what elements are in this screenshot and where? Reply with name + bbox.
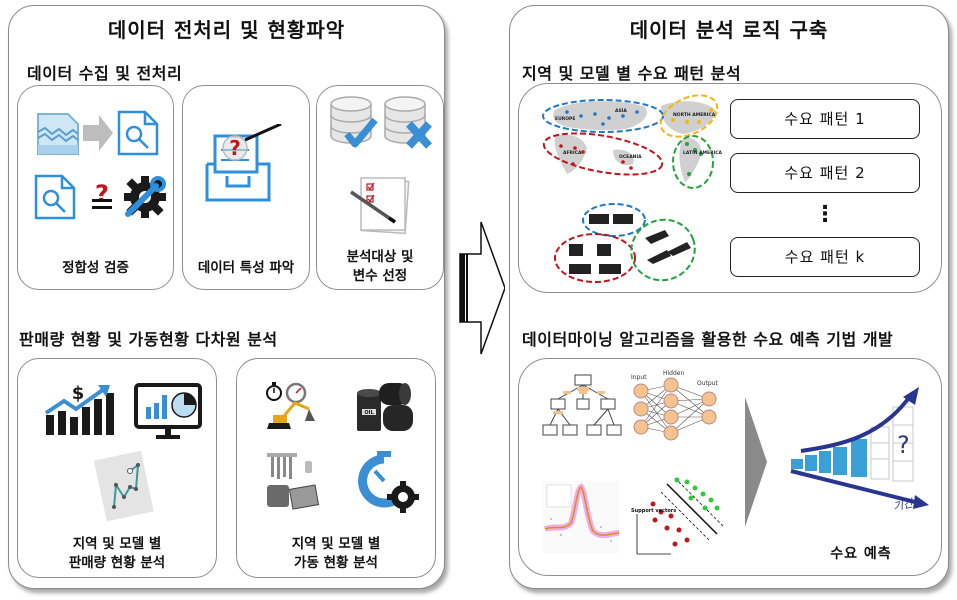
block-arrow-right-icon <box>459 221 505 355</box>
consistency-check-label: 정합성 검증 <box>62 260 129 276</box>
inbox-tray-magnifier-icon: ? <box>205 124 282 202</box>
not-equal-question-icon: ? <box>92 182 112 209</box>
map-region-europe: EUROPE <box>555 116 575 122</box>
decision-tree-icon <box>542 374 622 436</box>
svg-text:?: ? <box>229 136 241 160</box>
map-region-north-america: NORTH AMERICA <box>673 112 716 118</box>
nn-output-label: Output <box>697 380 718 387</box>
database-check-icon <box>330 96 378 148</box>
multidim-analysis-section-title: 판매량 현황 및 가동현황 다차원 분석 <box>19 330 278 349</box>
svm-support-vectors-label: Support vectors <box>631 508 676 514</box>
sales-growth-chart-icon: $ <box>44 383 114 435</box>
pattern-ellipsis: ⋮ <box>814 202 836 227</box>
svg-text:$: $ <box>72 383 85 404</box>
preprocessing-panel-title: 데이터 전처리 및 현황파악 <box>107 18 346 42</box>
data-collection-section-title: 데이터 수집 및 전처리 <box>27 64 183 83</box>
oil-barrels-icon: OIL <box>357 383 413 431</box>
operation-status-label-line2: 가동 현황 분석 <box>294 555 378 571</box>
svg-text:OIL: OIL <box>364 410 374 416</box>
consistency-check-card: ? 정합성 검증 <box>17 85 174 290</box>
world-map-clusters-icon: EUROPE ASIA AFRICA OCEANIA NORTH AMERICA… <box>542 94 723 189</box>
broken-document-icon <box>37 113 79 155</box>
demand-forecast-card: Input Hidden Output <box>518 358 942 576</box>
demand-pattern-k: 수요 패턴 k <box>730 237 920 277</box>
forecast-question-mark: ? <box>897 431 910 459</box>
svm-plot-icon: Support vectors <box>631 477 724 555</box>
demand-pattern-1: 수요 패턴 1 <box>730 99 920 139</box>
analysis-logic-panel: 데이터 분석 로직 구축 지역 및 모델 별 수요 패턴 분석 EUROPE A… <box>509 5 949 589</box>
monitor-dashboard-icon <box>134 383 202 439</box>
map-region-asia: ASIA <box>615 108 627 114</box>
svg-text:?: ? <box>95 182 109 208</box>
operation-status-label-line1: 지역 및 모델 별 <box>291 536 381 552</box>
nn-hidden-label: Hidden <box>663 370 684 377</box>
gear-wrench-icon <box>124 176 166 218</box>
analysis-target-label-line2: 변수 선정 <box>352 268 408 284</box>
line-chart-document-icon <box>93 451 154 522</box>
process-arrow-icon <box>745 397 767 527</box>
stopwatch-gear-icon <box>358 451 419 513</box>
analysis-target-card: 분석대상 및 변수 선정 <box>316 85 444 290</box>
sales-status-label-line2: 판매량 현황 분석 <box>68 555 166 571</box>
preprocessing-panel: 데이터 전처리 및 현황파악 데이터 수집 및 전처리 ? <box>8 5 445 589</box>
document-search-icon <box>117 110 159 156</box>
engine-parts-icon <box>267 453 320 510</box>
demand-pattern-card: EUROPE ASIA AFRICA OCEANIA NORTH AMERICA… <box>518 83 942 293</box>
equipment-clusters-icon <box>554 203 696 283</box>
sales-status-label-line1: 지역 및 모델 별 <box>72 536 162 552</box>
neural-network-icon: Input Hidden Output <box>631 370 718 441</box>
demand-pattern-2: 수요 패턴 2 <box>730 153 920 193</box>
document-search-icon <box>34 174 76 220</box>
checklist-pen-icon <box>350 177 410 235</box>
map-region-africa: AFRICA <box>563 150 582 156</box>
demand-pattern-section-title: 지역 및 모델 별 수요 패턴 분석 <box>522 64 742 83</box>
analysis-logic-panel-title: 데이터 분석 로직 구축 <box>629 18 829 42</box>
demand-forecast-chart-icon: ? 기간 <box>790 387 929 514</box>
time-series-plot-icon <box>543 481 620 553</box>
data-characteristics-label: 데이터 특성 파악 <box>197 260 295 276</box>
operation-status-card: OIL 지역 및 모델 별 가동 현황 분석 <box>236 358 436 578</box>
demand-forecast-label: 수요 예측 <box>830 546 892 562</box>
stopwatch-gauge-excavator-icon <box>266 382 315 429</box>
map-region-latin-america: LATIN AMERICA <box>683 150 723 156</box>
map-region-oceania: OCEANIA <box>619 154 642 160</box>
database-x-icon <box>384 96 432 149</box>
nn-input-label: Input <box>631 374 647 381</box>
data-characteristics-card: ? 데이터 특성 파악 <box>182 85 310 290</box>
forecast-time-axis-label: 기간 <box>892 496 916 513</box>
analysis-target-label-line1: 분석대상 및 <box>346 249 414 265</box>
arrow-right-icon <box>83 115 113 151</box>
forecast-method-section-title: 데이터마이닝 알고리즘을 활용한 수요 예측 기법 개발 <box>522 330 894 349</box>
sales-status-card: $ 지역 및 모델 별 판매량 현황 분석 <box>17 358 217 578</box>
